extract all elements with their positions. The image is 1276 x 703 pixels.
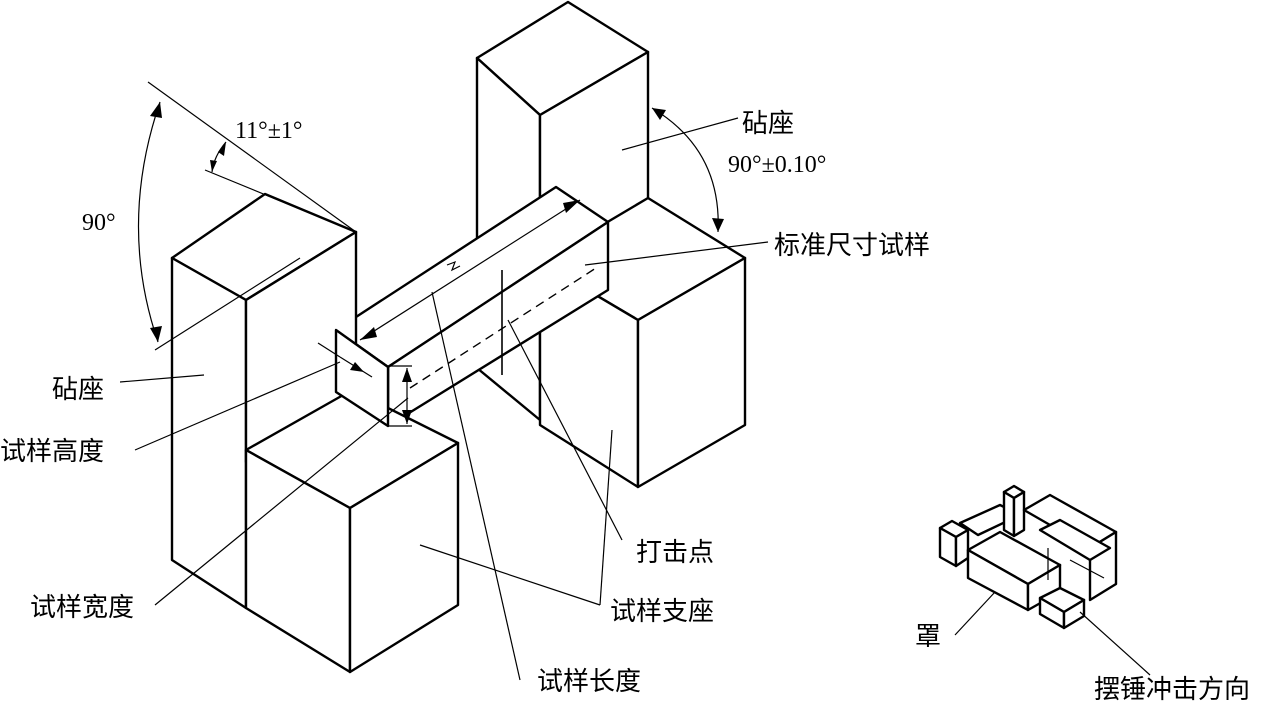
- angle-construction-right: [651, 107, 724, 233]
- front-left-support-block: [244, 388, 460, 674]
- cover-label: 罩: [915, 622, 941, 652]
- specimen-length-label: 试样长度: [537, 667, 641, 697]
- angle-label-right: 90°±0.10°: [728, 152, 826, 178]
- pendulum-direction-label: 摆锤冲击方向: [1094, 675, 1250, 703]
- leader-lines: [119, 117, 769, 681]
- specimen-width-label: 试样宽度: [30, 593, 134, 623]
- height-dimension: [388, 365, 412, 427]
- anvil-label-top-right: 砧座: [742, 109, 794, 139]
- width-dimension: [317, 342, 373, 378]
- standard-specimen-label: 标准尺寸试样: [774, 231, 930, 261]
- specimen-support-label: 试样支座: [610, 597, 714, 627]
- cover-assembly: [938, 484, 1151, 676]
- strike-point-label: 打击点: [636, 538, 714, 568]
- angle-label-left: 90°: [82, 210, 116, 236]
- anvil-label-left: 砧座: [52, 375, 104, 405]
- angle-construction-left: [137, 81, 357, 351]
- specimen-height-label: 试样高度: [0, 437, 104, 467]
- angle-label-notch: 11°±1°: [235, 118, 302, 144]
